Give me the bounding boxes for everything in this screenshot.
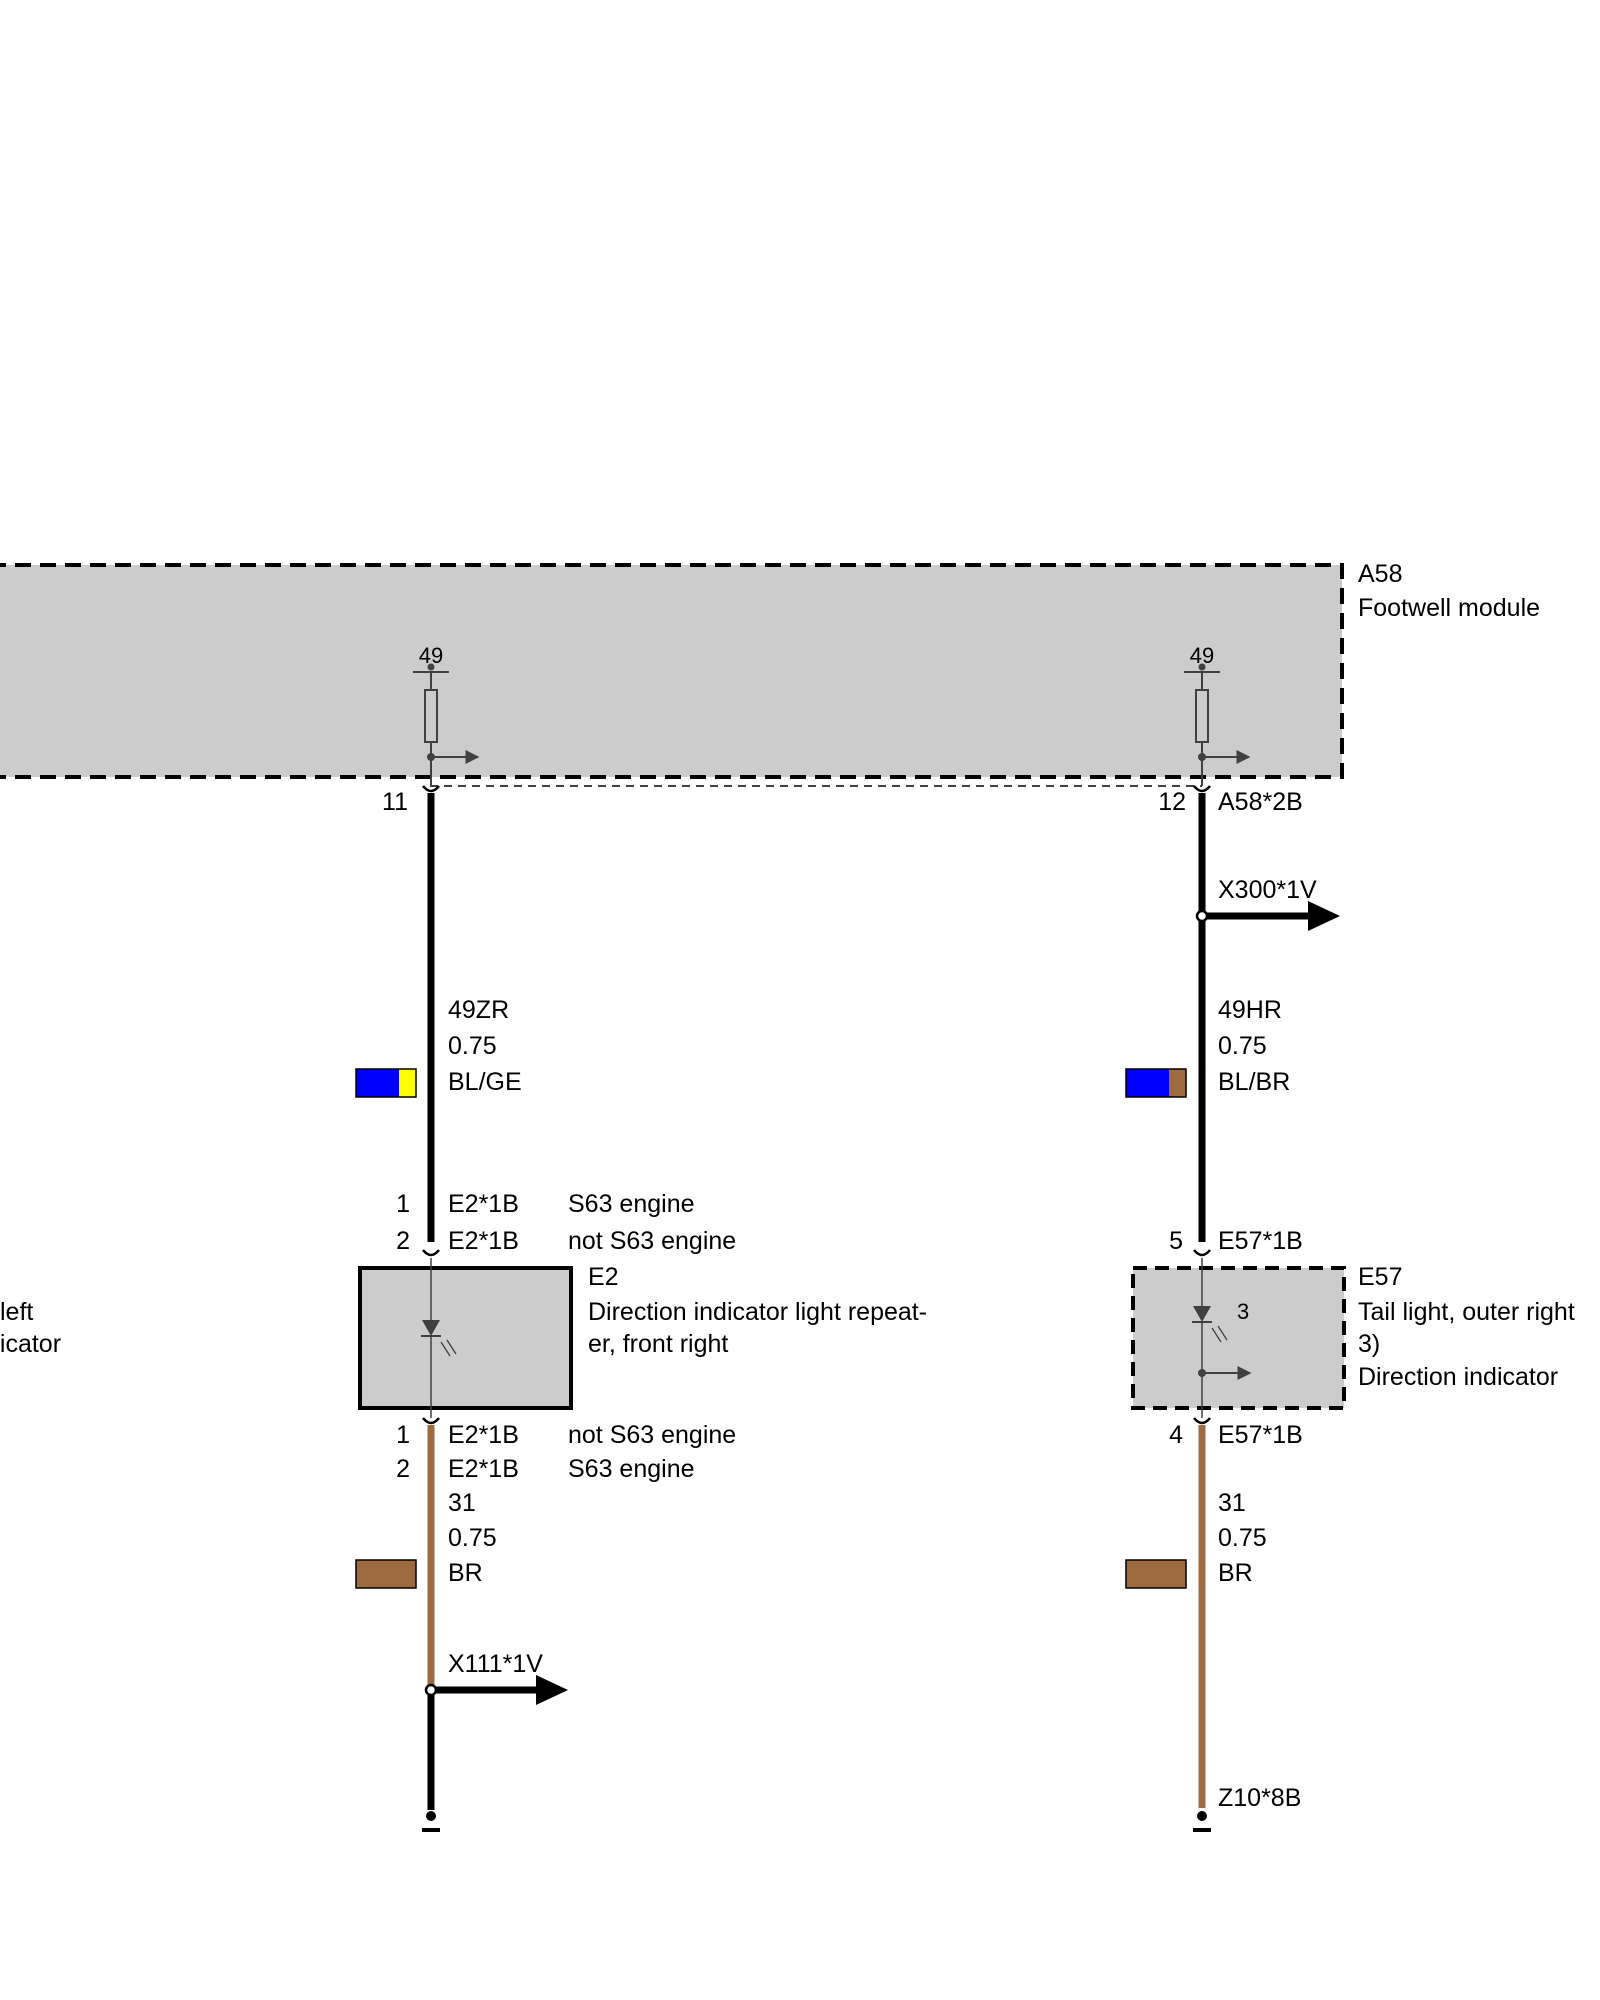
module-output-stage-left: 49 [413, 643, 480, 786]
e2-bottom-connector-1: E2*1B [448, 1421, 519, 1449]
e57-bottom-pin: 4 [1169, 1421, 1183, 1449]
component-e57-function: Direction indicator [1358, 1363, 1558, 1391]
splice-label-x111: X111*1V [448, 1650, 543, 1678]
left-edge-partial-text: left dicator [0, 1298, 61, 1358]
left-edge-line2: dicator [0, 1330, 61, 1358]
end-terminal-dot-right [1197, 1811, 1207, 1821]
module-name: Footwell module [1358, 594, 1540, 622]
swatch-blue [356, 1069, 399, 1097]
component-e57-note: 3) [1358, 1330, 1380, 1358]
swatch-border [1125, 1068, 1187, 1098]
left-edge-line1: left [0, 1298, 33, 1326]
module-box [0, 563, 1344, 779]
ground-wire-size-left: 0.75 [448, 1524, 497, 1552]
resistor-right [1195, 689, 1209, 743]
light-rays-icon-e57 [1211, 1325, 1228, 1343]
e57-top-connector: E57*1B [1218, 1227, 1303, 1255]
swatch-border [355, 1068, 417, 1098]
pin-cup-e57-top [1193, 1249, 1211, 1257]
splice-node-x111 [424, 1683, 438, 1697]
wire-color-swatch-bl-br [1125, 1068, 1187, 1098]
right-circuit: 12 A58*2B X300*1V 49HR 0.75 BL/BR 5 E57*… [1125, 785, 1575, 1832]
left-pin-11: 11 [382, 788, 408, 816]
e2-bottom-connector-2: E2*1B [448, 1455, 519, 1483]
component-e57-name: Tail light, outer right [1358, 1298, 1575, 1326]
ground-point-label: Z10*8B [1218, 1784, 1301, 1812]
wire-color-swatch-br-right [1125, 1559, 1187, 1589]
left-circuit: 11 49ZR 0.75 BL/GE 1 E2*1B S63 engine 2 … [355, 785, 927, 1832]
ground-wire-id-right: 31 [1218, 1489, 1246, 1517]
splice-label-x300: X300*1V [1218, 876, 1317, 904]
pin-cup-e2-top [422, 1249, 440, 1257]
e2-top-connector-2: E2*1B [448, 1227, 519, 1255]
pin-cup-e57-bottom [1193, 1417, 1211, 1425]
wire-size-left: 0.75 [448, 1032, 497, 1060]
e2-bottom-pin-1: 1 [396, 1421, 410, 1449]
pin-cup-e2-bottom [422, 1417, 440, 1425]
led-icon-e57 [1193, 1306, 1211, 1322]
e2-top-note-2: not S63 engine [568, 1227, 736, 1255]
component-e2-box [358, 1266, 573, 1410]
swatch-yellow [399, 1069, 416, 1097]
terminal-dot-right [1198, 663, 1206, 671]
e2-bottom-pin-2: 2 [396, 1455, 410, 1483]
e2-bottom-note-1: not S63 engine [568, 1421, 736, 1449]
wire-color-swatch-br-left [355, 1559, 417, 1589]
resistor-left [424, 689, 438, 743]
e2-top-connector-1: E2*1B [448, 1190, 519, 1218]
ground-wire-color-right: BR [1218, 1559, 1253, 1587]
wire-size-right: 0.75 [1218, 1032, 1267, 1060]
e2-top-pin-2: 2 [396, 1227, 410, 1255]
wire-color-right: BL/BR [1218, 1068, 1290, 1096]
pin-cup-left-top [422, 785, 440, 793]
ground-wire-size-right: 0.75 [1218, 1524, 1267, 1552]
swatch-blue [1126, 1069, 1169, 1097]
splice-node-x300 [1195, 909, 1209, 923]
wire-id-49hr: 49HR [1218, 996, 1282, 1024]
wire-id-49zr: 49ZR [448, 996, 509, 1024]
component-e2-id: E2 [588, 1263, 619, 1291]
e2-top-note-1: S63 engine [568, 1190, 695, 1218]
right-pin-12: 12 [1158, 788, 1186, 816]
footwell-module-a58: A58 Footwell module [0, 560, 1540, 787]
e57-internal-pin: 3 [1237, 1299, 1249, 1324]
module-id: A58 [1358, 560, 1402, 588]
wire-color-left: BL/GE [448, 1068, 522, 1096]
led-icon-e2 [422, 1320, 440, 1336]
pin-cup-right-top [1193, 785, 1211, 793]
right-connector-a58-2b: A58*2B [1218, 788, 1303, 816]
splice-arrow-icon-x300 [1308, 901, 1340, 931]
component-e2-name-line1: Direction indicator light repeat- [588, 1298, 927, 1326]
ground-wire-id-left: 31 [448, 1489, 476, 1517]
swatch-brown [1169, 1069, 1186, 1097]
terminal-dot-left [427, 663, 435, 671]
component-e2-name-line2: er, front right [588, 1330, 728, 1358]
wire-color-swatch-bl-ge [355, 1068, 417, 1098]
light-rays-icon-e2 [440, 1339, 457, 1357]
splice-arrow-icon-x111 [536, 1675, 568, 1705]
component-e57-box [1131, 1266, 1346, 1410]
e57-top-pin: 5 [1169, 1227, 1183, 1255]
component-e57-id: E57 [1358, 1263, 1402, 1291]
e2-top-pin-1: 1 [396, 1190, 410, 1218]
end-terminal-dot-left [426, 1811, 436, 1821]
ground-wire-color-left: BR [448, 1559, 483, 1587]
module-output-stage-right: 49 [1184, 643, 1251, 786]
e57-bottom-connector: E57*1B [1218, 1421, 1303, 1449]
e2-bottom-note-2: S63 engine [568, 1455, 695, 1483]
